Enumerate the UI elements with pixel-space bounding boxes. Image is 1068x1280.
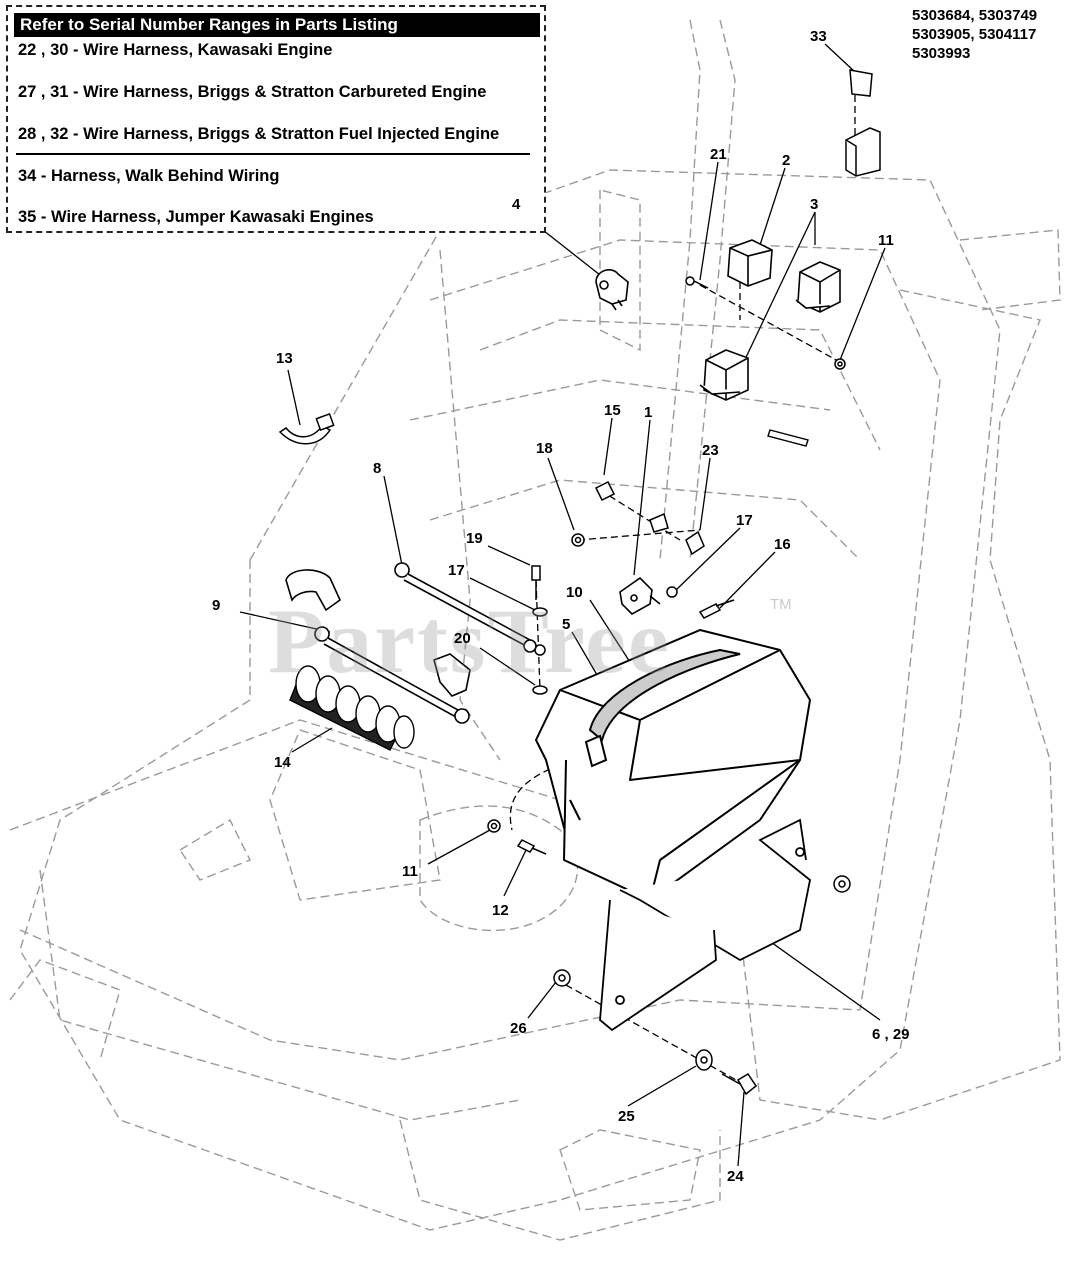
- battery-box-5: [535, 629, 811, 901]
- legend-item: 35 - Wire Harness, Jumper Kawasaki Engin…: [18, 208, 374, 226]
- serial-line: 5303905, 5304117: [912, 26, 1037, 43]
- nut-11-lower: [487, 819, 501, 833]
- screw-16: [698, 599, 735, 619]
- bolt-24: [721, 1072, 758, 1096]
- washer-25: [695, 1049, 713, 1071]
- callout-18: 18: [536, 440, 553, 457]
- battery-cable-9: [314, 626, 470, 724]
- legend-item: 27 , 31 - Wire Harness, Briggs & Stratto…: [18, 83, 487, 101]
- callout-8: 8: [373, 460, 382, 477]
- callout-1: 1: [644, 404, 653, 421]
- nut-26: [553, 969, 571, 987]
- terminal-boot-20: [433, 653, 471, 697]
- callout-6-29: 6 , 29: [872, 1026, 910, 1043]
- legend-item: 22 , 30 - Wire Harness, Kawasaki Engine: [18, 41, 333, 59]
- callout-16: 16: [774, 536, 791, 553]
- relay-3-upper: [795, 261, 841, 313]
- stud-frame: [767, 429, 809, 447]
- bolt-19: [531, 565, 541, 600]
- watermark-tm: TM: [770, 596, 792, 613]
- serial-line: 5303993: [912, 45, 971, 62]
- relay-2: [727, 239, 773, 287]
- chassis-frame-outline: [9, 19, 1061, 1241]
- assembly-dash-lines: [509, 95, 856, 1086]
- callout-2: 2: [782, 152, 791, 169]
- serial-line: 5303684, 5303749: [912, 7, 1038, 24]
- callout-11-upper: 11: [878, 232, 894, 249]
- fuse-33: [845, 69, 881, 177]
- legend-item: 34 - Harness, Walk Behind Wiring: [18, 167, 280, 185]
- callout-33: 33: [810, 28, 827, 45]
- callout-24: 24: [727, 1168, 744, 1185]
- relay-3-lower: [699, 349, 749, 401]
- legend-item: 28 , 32 - Wire Harness, Briggs & Stratto…: [18, 125, 500, 143]
- callout-19: 19: [466, 530, 483, 547]
- cable-tie-13: [278, 413, 335, 445]
- connector-23: [649, 512, 705, 556]
- screw-21: [685, 276, 709, 289]
- terminal-boot-9: [285, 569, 342, 612]
- switch-4: [595, 269, 629, 311]
- watermark-logo: PartsTree: [268, 590, 671, 692]
- callout-20: 20: [454, 630, 471, 647]
- screw-12: [516, 839, 547, 855]
- callout-17-right: 17: [736, 512, 753, 529]
- callout-4: 4: [512, 196, 521, 213]
- callout-3: 3: [810, 196, 819, 213]
- nut-11-upper: [834, 358, 846, 370]
- legend-divider: [16, 153, 530, 155]
- battery-cable-8: [394, 562, 537, 653]
- callout-11-lower: 11: [402, 863, 418, 880]
- washer-20: [532, 685, 548, 695]
- callout-23: 23: [702, 442, 719, 459]
- serial-numbers: 5303684, 5303749 5303905, 5304117 530399…: [912, 6, 1037, 63]
- callout-26: 26: [510, 1020, 527, 1037]
- callout-12: 12: [492, 902, 509, 919]
- switch-1: [619, 576, 661, 615]
- callout-9: 9: [212, 597, 221, 614]
- callout-14: 14: [274, 754, 291, 771]
- callout-17-left: 17: [448, 562, 465, 579]
- callout-10: 10: [566, 584, 583, 601]
- strap-10: [584, 648, 741, 768]
- mounting-bracket-6: [599, 818, 811, 1032]
- callout-5: 5: [562, 616, 571, 633]
- spiral-wrap-14: [289, 665, 415, 751]
- washer-17-right: [666, 586, 678, 598]
- nut-18: [571, 533, 585, 547]
- clip-15: [594, 480, 616, 502]
- nut-frame-right: [833, 875, 851, 893]
- legend-header: Refer to Serial Number Ranges in Parts L…: [14, 13, 540, 37]
- callout-15: 15: [604, 402, 621, 419]
- callout-25: 25: [618, 1108, 635, 1125]
- callout-13: 13: [276, 350, 293, 367]
- leader-lines: [239, 43, 886, 1167]
- legend-box: Refer to Serial Number Ranges in Parts L…: [6, 5, 546, 233]
- washer-17-left: [532, 607, 548, 617]
- callout-21: 21: [710, 146, 727, 163]
